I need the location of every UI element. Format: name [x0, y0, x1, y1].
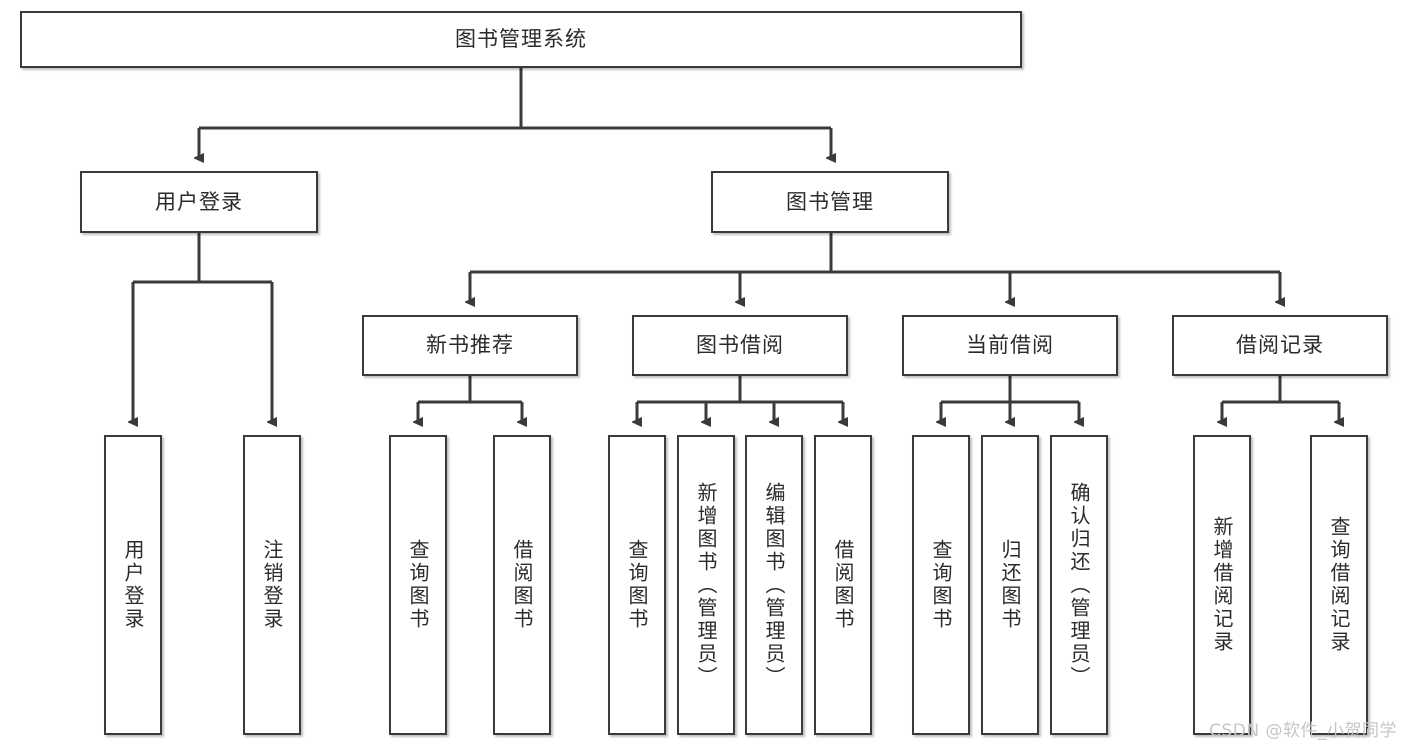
node-label: 用户登录	[121, 539, 145, 631]
node-label: 新增图书（管理员）	[694, 481, 718, 689]
leaf-user-login[interactable]: 用户登录	[104, 435, 162, 735]
node-current-borrow[interactable]: 当前借阅	[902, 315, 1118, 376]
node-label: 查询图书	[406, 539, 430, 631]
leaf-add-borrow-record[interactable]: 新增借阅记录	[1193, 435, 1251, 735]
node-borrow-record[interactable]: 借阅记录	[1172, 315, 1388, 376]
leaf-query-book-current[interactable]: 查询图书	[912, 435, 970, 735]
node-label: 用户登录	[155, 189, 243, 214]
leaf-borrow-book[interactable]: 借阅图书	[814, 435, 872, 735]
node-label: 编辑图书（管理员）	[762, 481, 786, 689]
node-label: 新增借阅记录	[1210, 516, 1234, 654]
node-root-system[interactable]: 图书管理系统	[20, 11, 1022, 68]
leaf-query-book-newbook[interactable]: 查询图书	[389, 435, 447, 735]
node-label: 图书管理	[786, 189, 874, 214]
node-label: 借阅记录	[1236, 333, 1324, 358]
node-book-management[interactable]: 图书管理	[711, 171, 949, 233]
node-label: 新书推荐	[426, 333, 514, 358]
node-new-book-recommend[interactable]: 新书推荐	[362, 315, 578, 376]
leaf-query-book-borrow[interactable]: 查询图书	[608, 435, 666, 735]
node-user-login[interactable]: 用户登录	[80, 171, 318, 233]
node-label: 查询借阅记录	[1327, 516, 1351, 654]
node-label: 注销登录	[260, 539, 284, 631]
node-label: 图书借阅	[696, 333, 784, 358]
leaf-logout-login[interactable]: 注销登录	[243, 435, 301, 735]
leaf-borrow-book-newbook[interactable]: 借阅图书	[493, 435, 551, 735]
node-label: 借阅图书	[510, 539, 534, 631]
node-label: 查询图书	[929, 539, 953, 631]
leaf-query-borrow-record[interactable]: 查询借阅记录	[1310, 435, 1368, 735]
node-label: 查询图书	[625, 539, 649, 631]
leaf-edit-book-admin[interactable]: 编辑图书（管理员）	[745, 435, 803, 735]
leaf-confirm-return-admin[interactable]: 确认归还（管理员）	[1050, 435, 1108, 735]
node-label: 当前借阅	[966, 333, 1054, 358]
node-label: 借阅图书	[831, 539, 855, 631]
node-book-borrow[interactable]: 图书借阅	[632, 315, 848, 376]
node-label: 确认归还（管理员）	[1067, 481, 1091, 689]
node-label: 图书管理系统	[455, 27, 587, 52]
csdn-watermark: CSDN @软件_小贺同学	[1209, 721, 1397, 741]
node-label: 归还图书	[998, 539, 1022, 631]
leaf-add-book-admin[interactable]: 新增图书（管理员）	[677, 435, 735, 735]
leaf-return-book[interactable]: 归还图书	[981, 435, 1039, 735]
